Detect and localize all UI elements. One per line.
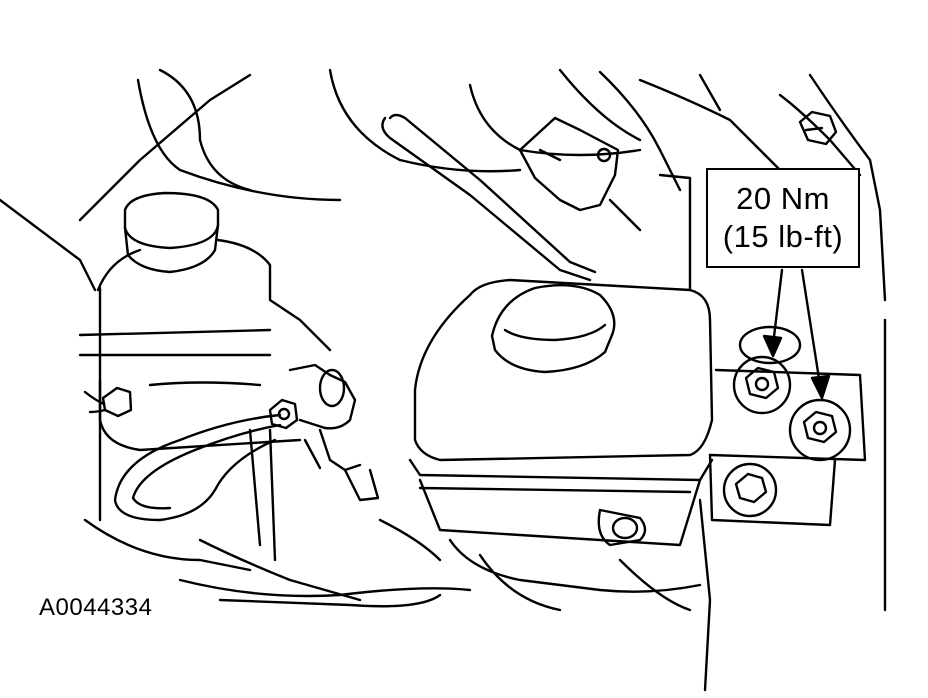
master-cylinder-body — [0, 191, 332, 522]
mounting-plate-right — [698, 325, 867, 692]
brake-lines — [83, 413, 472, 608]
vacuum-hose — [381, 113, 597, 282]
hex-bolt-upper — [732, 355, 792, 415]
center-fitting — [268, 363, 380, 502]
figure-id: A0044334 — [39, 594, 153, 621]
hex-bolt-lower — [788, 398, 852, 462]
hex-bolt-bottom — [722, 462, 778, 518]
torque-nm-label: 20 Nm — [736, 181, 830, 216]
engine-bay-background-lines — [78, 68, 887, 612]
torque-lbft-label: (15 lb-ft) — [722, 219, 844, 254]
callout-arrows — [762, 268, 831, 400]
upper-bolt — [798, 110, 838, 146]
mounting-bracket-top — [518, 116, 620, 212]
line-fitting-left — [83, 386, 133, 418]
torque-callout: 20 Nm (15 lb-ft) — [706, 168, 860, 268]
reservoir-cap — [490, 284, 616, 374]
lower-components — [378, 518, 702, 612]
fluid-reservoir — [408, 278, 714, 547]
